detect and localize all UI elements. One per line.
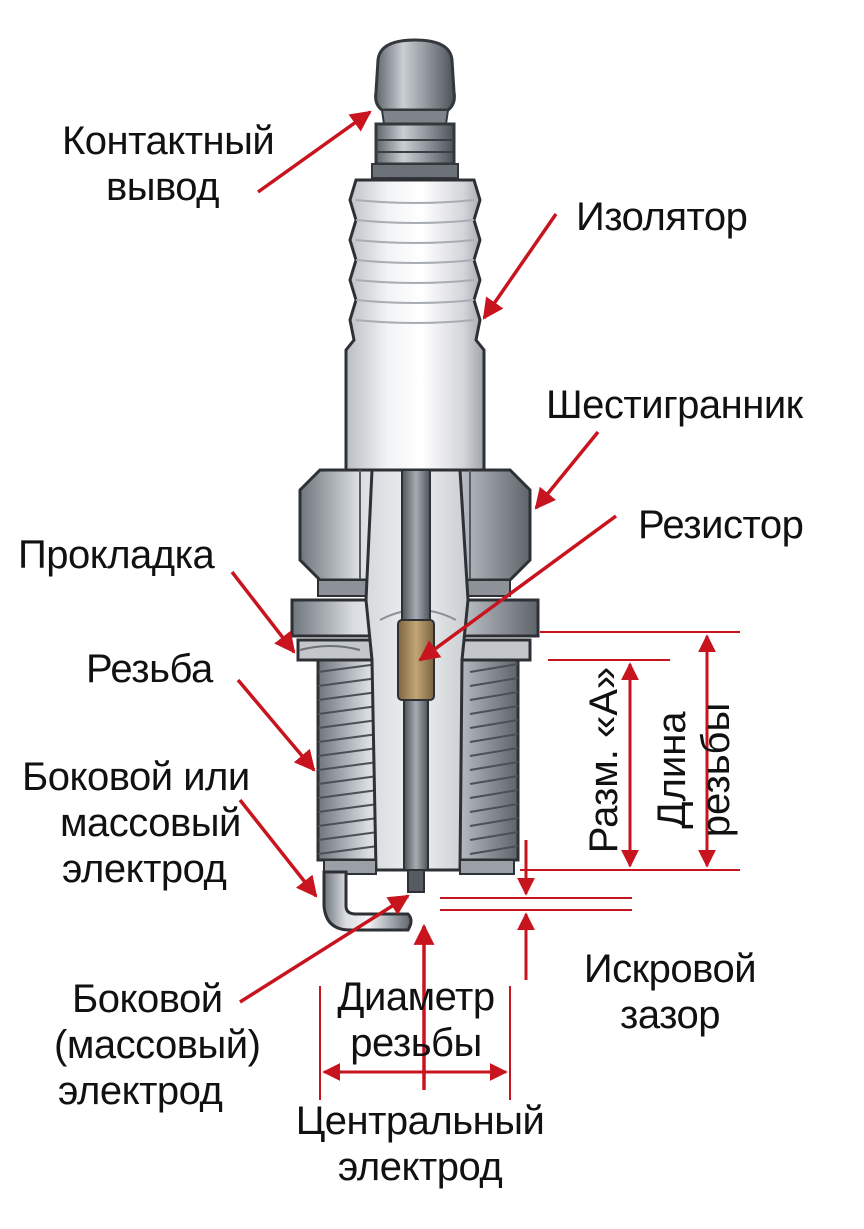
label-side-electrode-2-line-1: Боковой bbox=[72, 977, 223, 1021]
dimension-lines bbox=[319, 631, 740, 1100]
label-side-electrode-2: Боковой (массовый) электрод bbox=[54, 976, 261, 1114]
arrow-thread bbox=[236, 678, 316, 772]
label-hex: Шестигранник bbox=[546, 383, 803, 427]
label-terminal-line-2: вывод bbox=[106, 165, 220, 209]
arrow-terminal bbox=[256, 110, 372, 194]
arrow-gasket bbox=[230, 570, 296, 654]
label-center-electrode-line-2: электрод bbox=[337, 1145, 503, 1189]
leader-arrows bbox=[230, 110, 618, 1090]
label-gasket: Прокладка bbox=[18, 533, 215, 577]
label-dimension-a: Разм. «А» bbox=[582, 666, 626, 854]
spark-plug bbox=[290, 38, 540, 932]
arrow-hex bbox=[534, 430, 600, 510]
label-side-electrode-1: Боковой или массовый электрод bbox=[22, 754, 250, 892]
arrow-side-electrode-1 bbox=[238, 798, 318, 898]
arrow-side-electrode-2 bbox=[239, 894, 410, 1004]
label-insulator: Изолятор bbox=[576, 195, 748, 239]
label-spark-gap: Искровой зазор bbox=[560, 946, 780, 1038]
label-terminal: Контактный вывод bbox=[62, 118, 275, 210]
label-thread-diameter-line-1: Диаметр bbox=[337, 975, 495, 1019]
label-thread-diameter: Диаметр резьбы bbox=[318, 974, 514, 1066]
label-side-electrode-1-line-3: электрод bbox=[62, 847, 227, 891]
label-terminal-line-1: Контактный bbox=[62, 119, 275, 163]
label-spark-gap-line-2: зазор bbox=[619, 993, 721, 1037]
label-thread-length-line-2: резьбы bbox=[694, 702, 738, 838]
label-spark-gap-line-1: Искровой bbox=[583, 947, 757, 991]
label-side-electrode-2-line-3: электрод bbox=[58, 1069, 223, 1113]
label-thread-diameter-line-2: резьбы bbox=[350, 1021, 482, 1065]
arrow-resistor bbox=[418, 514, 618, 662]
label-side-electrode-2-line-2: (массовый) bbox=[54, 1023, 261, 1067]
label-center-electrode: Центральный электрод bbox=[270, 1098, 570, 1190]
arrow-insulator bbox=[482, 213, 558, 320]
label-thread-length-line-1: Длина bbox=[650, 711, 694, 829]
label-thread: Резьба bbox=[86, 647, 213, 691]
label-center-electrode-line-1: Центральный bbox=[295, 1099, 545, 1143]
label-resistor: Резистор bbox=[638, 503, 804, 547]
label-side-electrode-1-line-1: Боковой или bbox=[22, 755, 250, 799]
label-side-electrode-1-line-2: массовый bbox=[60, 801, 241, 845]
label-thread-length: Длина резьбы bbox=[650, 690, 738, 850]
